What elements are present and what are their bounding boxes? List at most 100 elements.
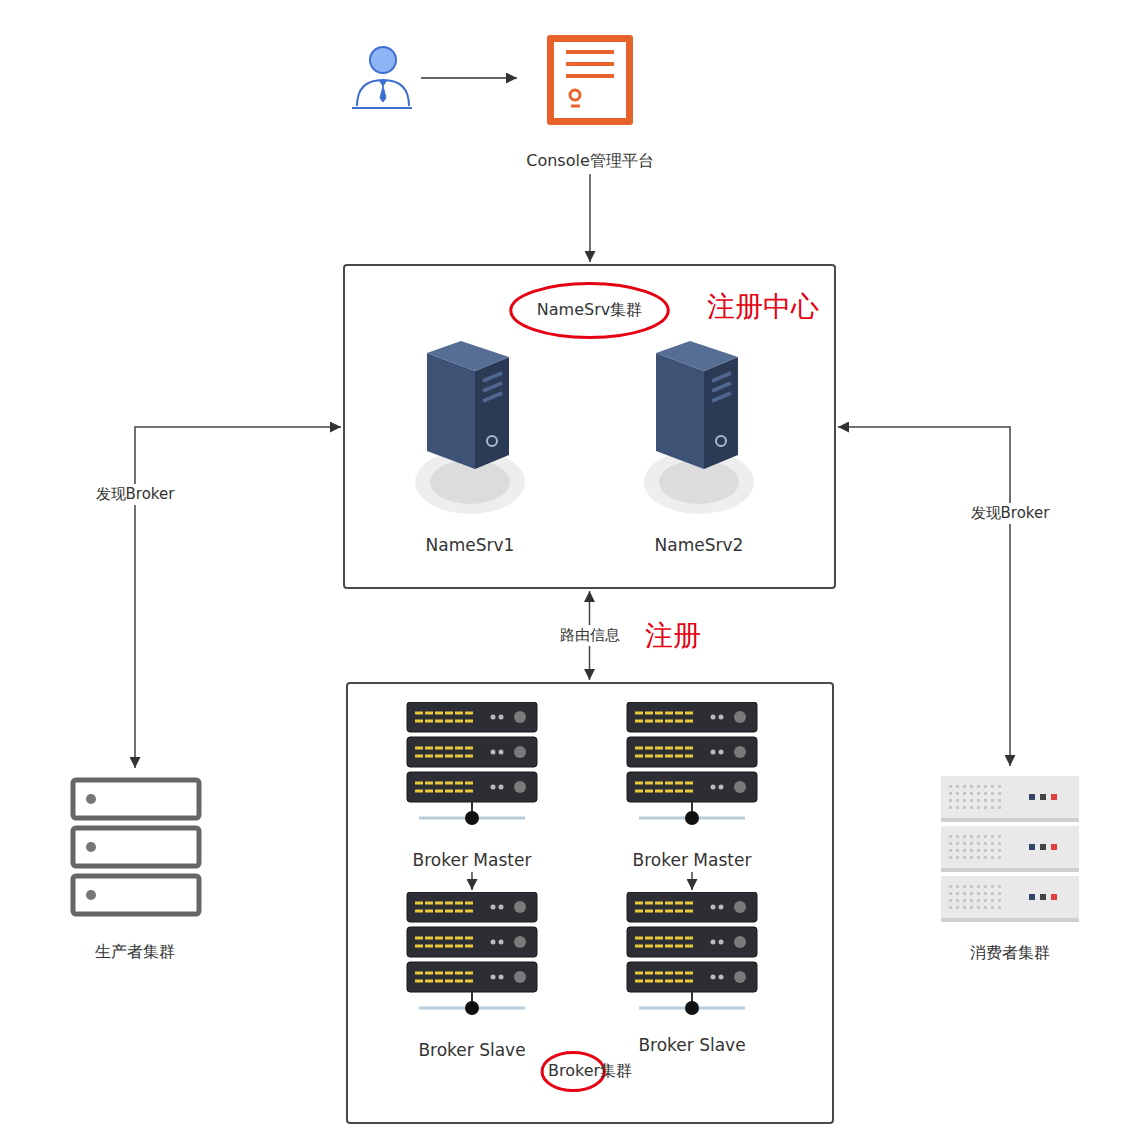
- tower-side: [704, 357, 738, 469]
- server-vent: [998, 856, 1001, 859]
- server-led: [1029, 794, 1035, 800]
- server-vent: [991, 892, 994, 895]
- server-unit: [941, 776, 1079, 822]
- broker-node: Broker Master: [613, 702, 771, 870]
- server-vent: [970, 799, 973, 802]
- server-vent: [984, 885, 987, 888]
- tower-button: [487, 436, 497, 446]
- server-vent: [949, 785, 952, 788]
- server-vent: [963, 835, 966, 838]
- server-led: [1029, 844, 1035, 850]
- server-vent: [991, 835, 994, 838]
- server-unit: [73, 828, 199, 866]
- rack-knob: [514, 901, 526, 913]
- rack-led: [719, 750, 724, 755]
- server-vent: [949, 806, 952, 809]
- server-vent: [949, 842, 952, 845]
- rack-led: [499, 750, 504, 755]
- server-vent: [963, 785, 966, 788]
- user-arrow: [421, 77, 517, 79]
- tower-button: [716, 436, 726, 446]
- rack-unit: [407, 702, 537, 732]
- server-vent: [956, 892, 959, 895]
- server-rim: [941, 918, 1079, 922]
- doc-icon: [500, 35, 680, 135]
- server-vent: [970, 785, 973, 788]
- server-vent: [970, 835, 973, 838]
- rack-unit: [407, 962, 537, 992]
- server-dot: [86, 842, 96, 852]
- server-vent: [984, 835, 987, 838]
- server-vent: [963, 885, 966, 888]
- server-led: [1040, 844, 1046, 850]
- server-vent: [998, 792, 1001, 795]
- rack-led: [719, 940, 724, 945]
- server-vent: [970, 806, 973, 809]
- rack-unit: [627, 772, 757, 802]
- server-vent: [970, 856, 973, 859]
- server-vent: [977, 806, 980, 809]
- tower-side: [475, 357, 509, 469]
- server-vent: [970, 899, 973, 902]
- server-vent: [963, 892, 966, 895]
- user-body: [357, 80, 409, 106]
- server-unit: [941, 826, 1079, 872]
- rack-case: [407, 927, 537, 957]
- doc-line: [566, 74, 614, 78]
- node-label: NameSrv1: [401, 535, 539, 555]
- server-vent: [970, 885, 973, 888]
- server-vent: [991, 792, 994, 795]
- server-vent: [998, 849, 1001, 852]
- server-vent: [984, 842, 987, 845]
- cluster-title: NameSrv集群: [537, 300, 642, 321]
- rack-unit: [407, 772, 537, 802]
- tower-slot: [483, 393, 502, 401]
- rack-led: [491, 975, 496, 980]
- server-vent: [998, 806, 1001, 809]
- rack-led: [711, 750, 716, 755]
- cluster-title: Broker集群: [548, 1061, 632, 1082]
- rack-unit: [627, 927, 757, 957]
- rack-case: [627, 772, 757, 802]
- server-node: NameSrv2: [630, 341, 768, 555]
- edge-label: 路由信息: [557, 625, 623, 646]
- server-case: [941, 876, 1079, 918]
- server-vent: [949, 849, 952, 852]
- server-vent: [970, 792, 973, 795]
- server-vent: [984, 806, 987, 809]
- server-vent: [984, 799, 987, 802]
- server-led: [1051, 894, 1057, 900]
- rack-knob: [734, 781, 746, 793]
- edge-label: 发现Broker: [93, 484, 178, 505]
- server-vent: [998, 885, 1001, 888]
- server-vent: [998, 835, 1001, 838]
- rack-knob: [734, 746, 746, 758]
- server-vent: [984, 906, 987, 909]
- rack-case: [627, 962, 757, 992]
- server-vent: [977, 849, 980, 852]
- connector: [471, 872, 473, 890]
- rack-unit: [407, 927, 537, 957]
- rack-dot: [685, 1001, 699, 1015]
- server-rim: [941, 818, 1079, 822]
- server-vent: [977, 842, 980, 845]
- rack-unit: [407, 737, 537, 767]
- edge-label: 发现Broker: [968, 503, 1053, 524]
- rack-led: [499, 785, 504, 790]
- rack-lights: [635, 755, 695, 758]
- server-unit: [73, 780, 199, 818]
- rack-led: [499, 905, 504, 910]
- rack-lights: [415, 902, 475, 905]
- server-vent: [998, 799, 1001, 802]
- rack-case: [627, 892, 757, 922]
- doc-frame: [547, 35, 633, 125]
- server-vent: [991, 849, 994, 852]
- rack-lights: [635, 790, 695, 793]
- server-vent: [977, 792, 980, 795]
- rack-lights: [415, 782, 475, 785]
- rack-case: [627, 737, 757, 767]
- tower-top: [656, 341, 738, 371]
- server-vent: [998, 785, 1001, 788]
- rack-case: [407, 962, 537, 992]
- tower-icon: [634, 341, 764, 533]
